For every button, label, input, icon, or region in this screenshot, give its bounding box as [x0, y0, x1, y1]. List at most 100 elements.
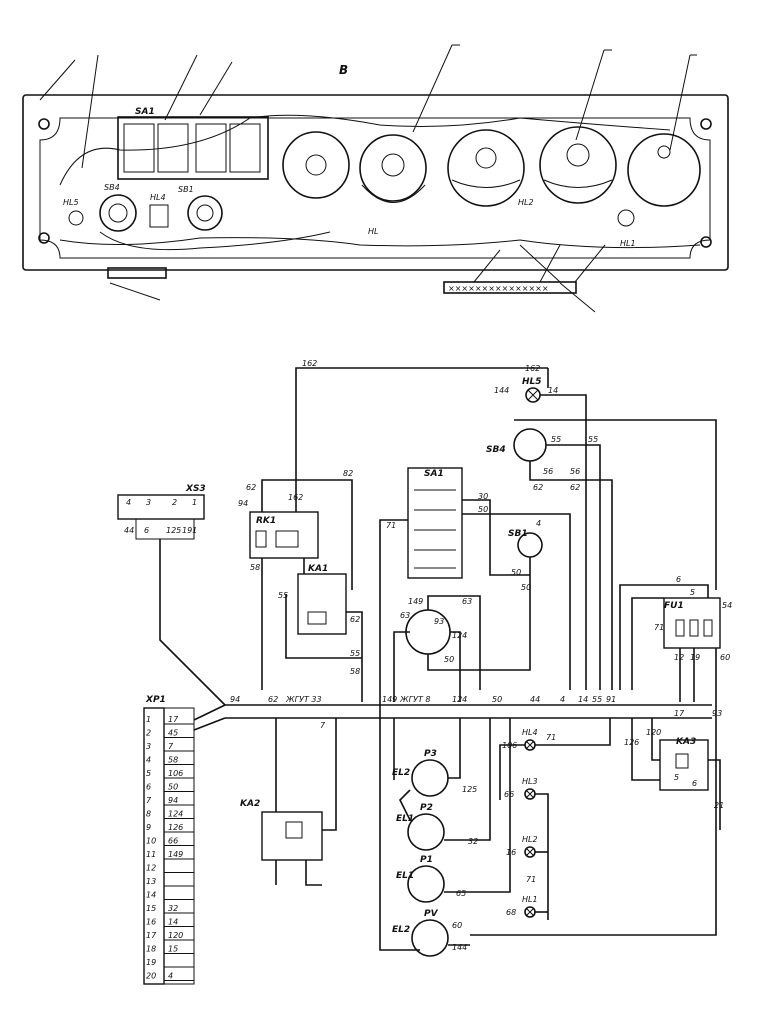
- wire-number: 32: [468, 837, 478, 846]
- wire-number: 149: [382, 695, 397, 704]
- hl3-lamp: [524, 788, 536, 800]
- wire-number: 5: [674, 773, 679, 782]
- wire-number: 162: [525, 364, 540, 373]
- xp1-pin-number: 11: [146, 850, 156, 859]
- wire-number: 58: [250, 563, 260, 572]
- wire-number: 63: [462, 597, 472, 606]
- p1-label: P1: [420, 855, 433, 865]
- xp1-pin-number: 20: [146, 972, 156, 981]
- hl2-label: HL2: [522, 835, 538, 844]
- xp1-wire-number: 106: [168, 769, 183, 778]
- wire-number: 62: [268, 695, 278, 704]
- wire-number: 66: [504, 790, 514, 799]
- xp1-pin-number: 9: [146, 823, 151, 832]
- p2-gauge: [407, 813, 445, 851]
- xp1-pin-number: 3: [146, 742, 151, 751]
- xp1-pin-number: 17: [146, 931, 157, 940]
- wire-number: 54: [722, 601, 732, 610]
- screw-icon: [38, 118, 50, 130]
- panel-label-sb1: SB1: [178, 185, 194, 194]
- xp1-wire-number: 66: [168, 837, 178, 846]
- wire-number: 94: [238, 499, 248, 508]
- xs3-wire: 125: [166, 526, 181, 535]
- xs3-wire: 6: [144, 526, 149, 535]
- wire-number: 50: [511, 568, 521, 577]
- wire-number: 60: [720, 653, 730, 662]
- xp1-label: XP1: [145, 695, 166, 705]
- xp1-pin-number: 7: [146, 796, 152, 805]
- wire-number: 124: [452, 695, 467, 704]
- wire-number: 4: [536, 519, 541, 528]
- wire-number: 63: [400, 611, 410, 620]
- panel-label-hl1: HL1: [620, 239, 636, 248]
- xs3-pin: 2: [172, 498, 177, 507]
- wire-number: 55: [278, 591, 288, 600]
- wire-number: 19: [690, 653, 700, 662]
- wire-number: 120: [646, 728, 661, 737]
- xp1-pin-number: 4: [146, 756, 151, 765]
- xp1-wire-number: 15: [168, 945, 178, 954]
- view-letter: В: [339, 63, 348, 77]
- harness-label: ЖГУТ 33: [285, 695, 322, 704]
- panel-label-hl4: HL4: [150, 193, 166, 202]
- rk1-relay: [249, 511, 319, 559]
- schematic: XS3 4 3 2 1 44 6 125 191 RK1 94 62 162 8…: [117, 359, 732, 985]
- wire-number: 56: [570, 467, 580, 476]
- wire-number: 14: [578, 695, 588, 704]
- xp1-pin-number: 19: [146, 958, 156, 967]
- wire-number: 58: [350, 667, 360, 676]
- hl4-label: HL4: [522, 728, 538, 737]
- panel-label-sb4: SB4: [104, 183, 120, 192]
- ka3-label: KA3: [676, 737, 696, 747]
- ka1-relay: [297, 573, 347, 635]
- panel-plate: [22, 94, 729, 271]
- wire-number: 60: [452, 921, 462, 930]
- sb4-button: [513, 428, 547, 462]
- instrument-panel-view: В SA1 SB4 HL5 SB1: [22, 44, 729, 313]
- wire-number: 12: [674, 653, 684, 662]
- hl2-lamp: [524, 846, 536, 858]
- panel-label-hl2: HL2: [518, 198, 534, 207]
- xp1-pin-number: 2: [146, 729, 151, 738]
- xp1-pin-number: 18: [146, 945, 156, 954]
- wire-number: 93: [434, 617, 444, 626]
- sa1-label: SA1: [424, 469, 444, 479]
- gauge-3: [447, 129, 525, 207]
- sb1-button: [187, 195, 223, 231]
- rk1-label: RK1: [256, 516, 276, 526]
- xp1-pin-number: 5: [146, 769, 151, 778]
- screw-icon: [700, 236, 712, 248]
- hl1-lamp: [617, 209, 635, 227]
- panel-label-sa1: SA1: [135, 107, 155, 117]
- wire-number: 50: [444, 655, 454, 664]
- terminal-strip-left: [107, 267, 167, 279]
- wire-number: 16: [506, 848, 516, 857]
- xp1-wire-number: 17: [168, 715, 179, 724]
- xp1-pin-number: 8: [146, 810, 151, 819]
- hl4-lamp: [149, 204, 169, 228]
- xs3-pin: 4: [126, 498, 131, 507]
- xs3-pin: 1: [192, 498, 197, 507]
- el1-label: EL1: [396, 871, 414, 881]
- fu1-fuse-block: [663, 597, 721, 649]
- p3-label: P3: [424, 749, 437, 759]
- wire-number: 55: [592, 695, 602, 704]
- xp1-wire-number: 120: [168, 931, 183, 940]
- wire-number: 55: [551, 435, 561, 444]
- panel-label-hl5: HL5: [63, 198, 79, 207]
- gauge-1: [282, 131, 350, 199]
- wire-number: 21: [714, 801, 724, 810]
- xp1-pin-number: 15: [146, 904, 156, 913]
- wire-number: 62: [533, 483, 543, 492]
- xp1-wire-number: 7: [168, 742, 174, 751]
- ka2-label: KA2: [240, 799, 260, 809]
- screw-icon: [700, 118, 712, 130]
- pv-gauge: [411, 919, 449, 957]
- panel-label-hl: HL: [368, 227, 378, 236]
- wire-number: 71: [526, 875, 536, 884]
- sa1-switch-block: [117, 116, 269, 180]
- xp1-wire-number: 94: [168, 796, 178, 805]
- xs3-label: XS3: [185, 484, 206, 494]
- harness-label: ЖГУТ 8: [399, 695, 430, 704]
